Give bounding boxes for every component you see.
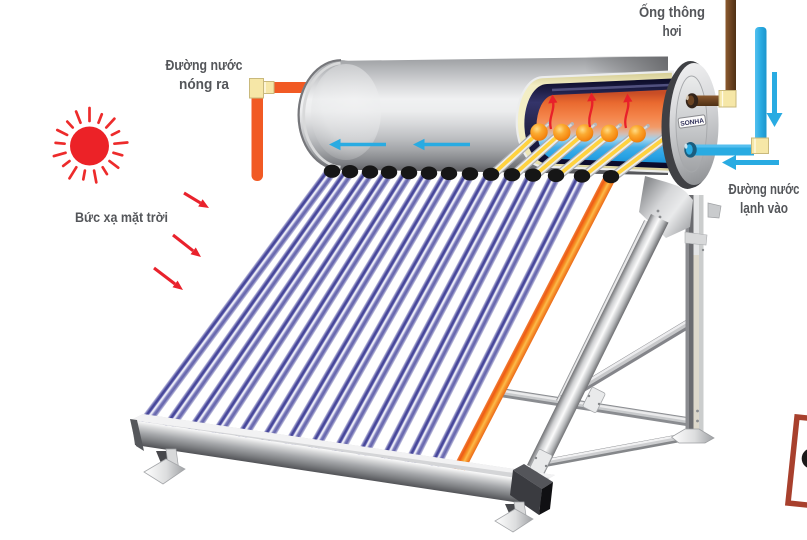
svg-text:Ống thông: Ống thông bbox=[639, 3, 705, 21]
svg-text:Bức xạ mặt trời: Bức xạ mặt trời bbox=[75, 209, 168, 225]
svg-text:lạnh vào: lạnh vào bbox=[740, 201, 788, 217]
svg-text:Đường nước: Đường nước bbox=[166, 58, 243, 74]
svg-text:hơi: hơi bbox=[663, 24, 682, 40]
svg-text:SONHA: SONHA bbox=[680, 118, 705, 128]
svg-text:Đường nước: Đường nước bbox=[729, 182, 800, 198]
svg-text:nóng ra: nóng ra bbox=[179, 77, 230, 93]
